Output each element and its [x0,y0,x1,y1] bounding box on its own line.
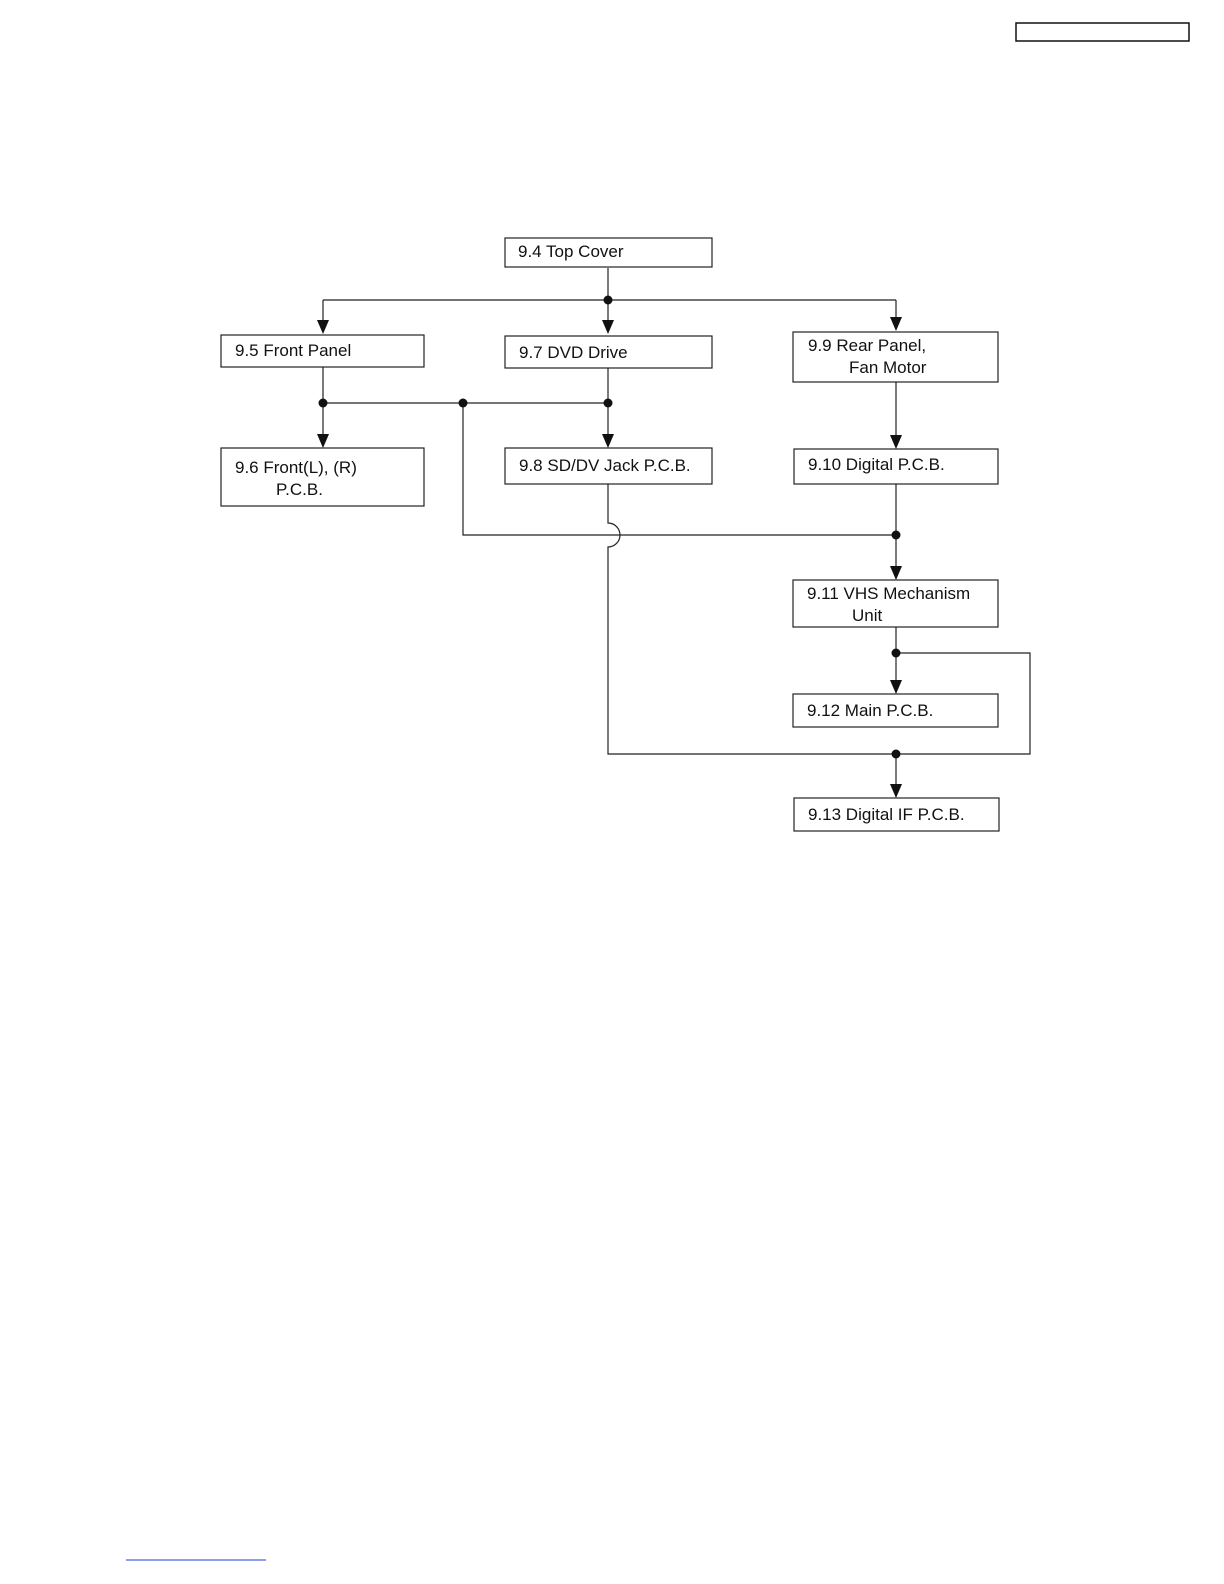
arrowhead-main-pcb [890,680,902,694]
node-label: 9.5 Front Panel [235,341,351,360]
node-main-pcb: 9.12 Main P.C.B. [793,694,998,727]
node-rear-panel: 9.9 Rear Panel, Fan Motor [793,332,998,382]
node-front-lr-pcb: 9.6 Front(L), (R) P.C.B. [221,448,424,506]
arrowhead-front-panel [317,320,329,334]
junction-dot [459,399,468,408]
node-label: 9.4 Top Cover [518,242,624,261]
junction-dot [892,531,901,540]
arrowhead-sd-dv-jack [602,434,614,448]
node-label: Fan Motor [849,358,927,377]
arrowhead-digital-if-pcb [890,784,902,798]
node-label: 9.11 VHS Mechanism [807,584,970,603]
node-label: 9.13 Digital IF P.C.B. [808,805,965,824]
node-top-cover: 9.4 Top Cover [505,238,712,267]
node-label: P.C.B. [276,480,323,499]
node-label: 9.10 Digital P.C.B. [808,455,945,474]
node-label: Unit [852,606,883,625]
junction-dot [892,750,901,759]
arrowhead-digital-pcb [890,435,902,449]
node-label: 9.12 Main P.C.B. [807,701,933,720]
header-reference-box [1016,23,1189,41]
node-digital-pcb: 9.10 Digital P.C.B. [794,449,998,484]
node-sd-dv-jack-pcb: 9.8 SD/DV Jack P.C.B. [505,448,712,484]
junction-dot [319,399,328,408]
junction-dot [604,399,613,408]
node-label: 9.7 DVD Drive [519,343,628,362]
node-label: 9.8 SD/DV Jack P.C.B. [519,456,691,475]
arrowhead-vhs-mechanism [890,566,902,580]
node-label: 9.6 Front(L), (R) [235,458,357,477]
node-front-panel: 9.5 Front Panel [221,335,424,367]
arrowhead-front-lr-pcb [317,434,329,448]
junction-dot [892,649,901,658]
node-label: 9.9 Rear Panel, [808,336,926,355]
node-vhs-mechanism-unit: 9.11 VHS Mechanism Unit [793,580,998,627]
junction-dot [604,296,613,305]
node-dvd-drive: 9.7 DVD Drive [505,336,712,368]
arrowhead-rear-panel [890,317,902,331]
node-digital-if-pcb: 9.13 Digital IF P.C.B. [794,798,999,831]
arrowhead-dvd-drive [602,320,614,334]
